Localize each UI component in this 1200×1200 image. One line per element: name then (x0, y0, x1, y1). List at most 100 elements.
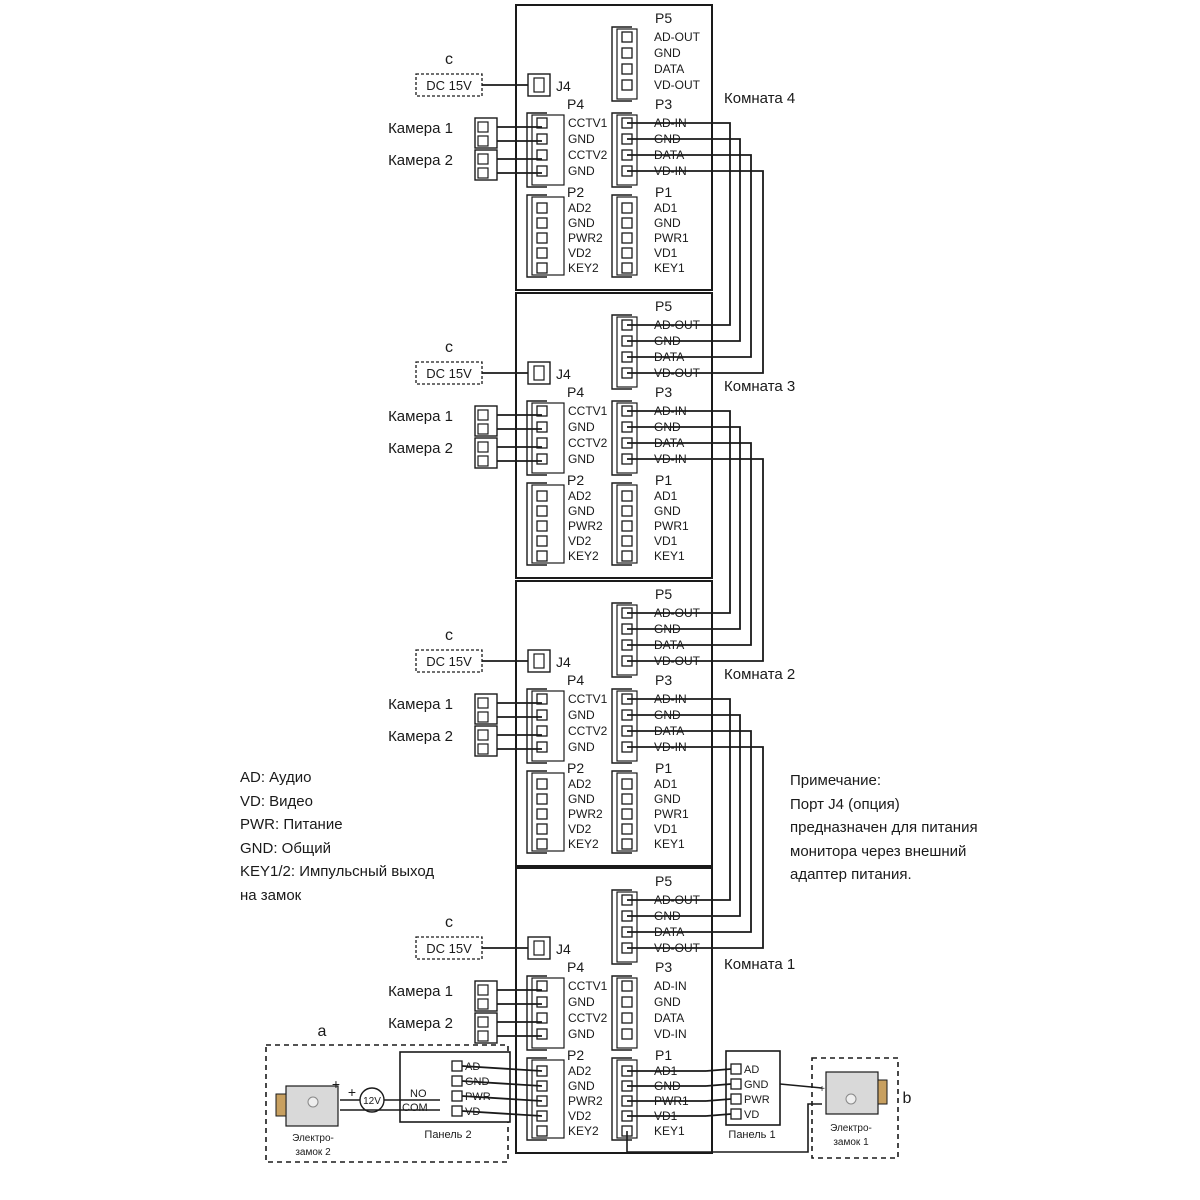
camera-terminal (477, 729, 489, 741)
panel1-pin-label: AD (744, 1064, 759, 1076)
port-p2-pin-label: AD2 (568, 201, 592, 215)
port-p1-housing (611, 770, 632, 854)
lock2-plus-sign: + (332, 1076, 340, 1092)
monitor-module (515, 4, 713, 291)
port-p2-pin-label: GND (568, 504, 595, 518)
port-p1-terminal (621, 490, 633, 502)
port-p2-housing (526, 482, 547, 566)
legend-line: на замок (240, 886, 302, 904)
bus-wire (627, 698, 731, 901)
panel1-pin-label: VD (744, 1109, 759, 1121)
port-p1-terminal (621, 793, 633, 805)
port-p2-terminal (536, 232, 548, 244)
port-p4-terminal (536, 709, 548, 721)
panel1-wire (705, 1068, 732, 1072)
camera-label: Камера 2 (388, 152, 453, 169)
port-p3-housing (611, 975, 632, 1051)
bus-wire (627, 730, 752, 933)
port-p2-body (531, 484, 565, 564)
port-p1-pin-label: KEY1 (654, 261, 685, 275)
bus-wire (627, 426, 741, 630)
port-p4-label: P4 (567, 384, 584, 400)
port-p3-body (616, 977, 638, 1049)
panel1-group-box (811, 1057, 899, 1159)
port-p2-housing (526, 194, 547, 278)
port-p4-terminal (536, 693, 548, 705)
port-p1-terminal (621, 823, 633, 835)
port-p2-terminal (536, 262, 548, 274)
port-p4-pin-label: CCTV2 (568, 436, 608, 450)
port-p1-pin-label: GND (654, 504, 681, 518)
supply-plus-sign: + (348, 1084, 356, 1100)
lock2-label: Электро- (292, 1133, 334, 1144)
port-p1-pin-label: VD1 (654, 246, 678, 260)
port-j4-label: J4 (556, 78, 571, 94)
port-p1-terminal (621, 550, 633, 562)
panel2-group-letter: a (318, 1023, 327, 1040)
port-p2-terminal (536, 808, 548, 820)
port-p4-pin-label: CCTV1 (568, 692, 608, 706)
port-p3-housing (611, 112, 632, 188)
port-p5-housing (611, 26, 632, 102)
port-p4-pin-label: GND (568, 132, 595, 146)
power-letter: c (445, 914, 453, 931)
port-p4-terminal (536, 1028, 548, 1040)
port-p4-terminal (536, 725, 548, 737)
port-p4-pin-label: GND (568, 995, 595, 1009)
port-p2-pin-label: VD2 (568, 822, 592, 836)
panel2-wire (461, 1080, 543, 1087)
port-p5-body (616, 316, 638, 388)
port-p2-terminal (536, 793, 548, 805)
lock1-wire (779, 1083, 823, 1089)
port-p1-pin-label: GND (654, 792, 681, 806)
port-p2-pin-label: VD2 (568, 534, 592, 548)
port-p4-body (531, 977, 565, 1049)
port-p1-pin-label: KEY1 (654, 1124, 685, 1138)
lock1-body (825, 1071, 879, 1115)
note: Примечание: Порт J4 (опция) предназначен… (790, 769, 1020, 887)
port-p1-terminal (621, 808, 633, 820)
camera-terminal (477, 984, 489, 996)
port-p2-terminal (536, 202, 548, 214)
port-p5-pin-label: AD-OUT (654, 30, 701, 44)
panel1-terminal (730, 1063, 742, 1075)
port-p3-pin-label: VD-IN (654, 1027, 687, 1041)
port-p1-pin-label: KEY1 (654, 549, 685, 563)
camera-terminal (477, 1030, 489, 1042)
camera-terminal (477, 409, 489, 421)
power-label: DC 15V (426, 941, 472, 956)
port-j4-connector (527, 361, 551, 385)
panel1-name: Панель 1 (728, 1129, 775, 1141)
power-label: DC 15V (426, 654, 472, 669)
port-p1-label: P1 (655, 184, 672, 200)
port-p5-housing (611, 889, 632, 965)
panel1-terminal (730, 1078, 742, 1090)
camera-terminal (477, 423, 489, 435)
port-p1-pin-label: PWR1 (654, 807, 689, 821)
lock1-bolt (877, 1079, 888, 1105)
panel1-terminal (730, 1093, 742, 1105)
legend-line: GND: Общий (240, 839, 332, 857)
legend-line: AD: Аудио (240, 769, 312, 786)
port-p5-label: P5 (655, 10, 672, 26)
port-p2-label: P2 (567, 184, 584, 200)
panel2-terminal (451, 1090, 463, 1102)
panel1-wire (705, 1113, 732, 1117)
panel2-terminal (451, 1075, 463, 1087)
port-p2-body (531, 1059, 565, 1139)
port-p2-pin-label: VD2 (568, 246, 592, 260)
port-j4-inner (533, 940, 545, 956)
port-j4-label: J4 (556, 654, 571, 670)
port-p1-terminal (621, 217, 633, 229)
note-line: предназначен для питания (790, 819, 978, 836)
port-p5-body (616, 28, 638, 100)
port-p4-pin-label: CCTV1 (568, 404, 608, 418)
panel2-wire (461, 1110, 543, 1117)
port-p4-pin-label: CCTV1 (568, 979, 608, 993)
port-p1-terminal (621, 202, 633, 214)
port-p2-pin-label: AD2 (568, 1064, 592, 1078)
port-p4-pin-label: GND (568, 708, 595, 722)
port-p4-terminal (536, 1012, 548, 1024)
lock1-label: замок 1 (833, 1137, 869, 1148)
port-p1-terminal (621, 247, 633, 259)
